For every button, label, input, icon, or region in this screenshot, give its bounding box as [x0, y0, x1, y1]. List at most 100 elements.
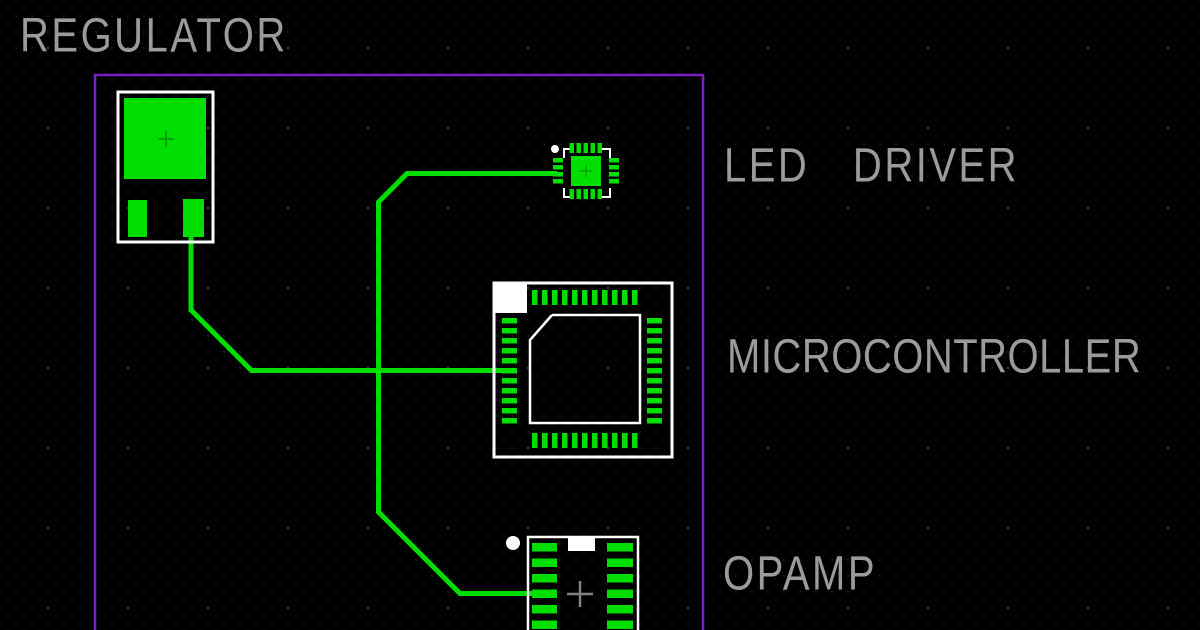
mcu-pin1-marker[interactable] [494, 283, 527, 313]
regulator-pad-2[interactable] [183, 199, 204, 237]
regulator-footprint[interactable] [116, 90, 215, 244]
mcu-pads-left-pad-11[interactable] [502, 418, 517, 424]
led-driver-pads-bottom-pad-2[interactable] [576, 189, 582, 199]
led-driver-pads-left-pad-2[interactable] [553, 165, 563, 170]
mcu-pads-right-pad-7[interactable] [647, 378, 662, 384]
mcu-pads-bottom-pad-1[interactable] [532, 433, 538, 448]
regulator-origin-marker-icon[interactable] [158, 131, 174, 147]
led-driver-origin-marker-icon[interactable] [580, 165, 592, 177]
mcu-pads-top-pad-10[interactable] [622, 290, 628, 305]
opamp-pads-left-pad-6[interactable] [532, 620, 557, 630]
mcu-pads-bottom-pad-10[interactable] [622, 433, 628, 448]
opamp-pads-right-pad-3[interactable] [607, 574, 633, 583]
mcu-pads-bottom-pad-4[interactable] [562, 433, 568, 448]
mcu-pads-top-pad-1[interactable] [532, 290, 538, 305]
opamp-pads-right-pad-4[interactable] [607, 589, 633, 599]
mcu-body-outline[interactable] [528, 313, 642, 425]
led-driver-pads-left-pad-3[interactable] [553, 172, 563, 177]
mcu-pads-right-pad-4[interactable] [647, 348, 662, 354]
mcu-pads-left-pad-10[interactable] [502, 408, 517, 414]
led-driver-pads-top-pad-1[interactable] [569, 143, 575, 153]
led-driver-pads-right-pad-3[interactable] [609, 172, 619, 177]
opamp-pads-right-pad-2[interactable] [607, 558, 633, 568]
led-driver-footprint[interactable] [551, 143, 619, 199]
led-driver-pads-left-pad-4[interactable] [553, 179, 563, 184]
mcu-pads-left-pad-1[interactable] [502, 318, 517, 324]
led-driver-corner-bracket-br[interactable] [601, 188, 611, 198]
mcu-pads-right-pad-6[interactable] [647, 368, 662, 374]
led-driver-pads-bottom-pad-5[interactable] [597, 189, 603, 199]
led-driver-pads-top-pad-4[interactable] [590, 143, 596, 153]
trace-regulator-to-microcontroller[interactable] [188, 230, 510, 373]
opamp-pads-left-pad-3[interactable] [532, 574, 557, 583]
mcu-pads-left-pad-7[interactable] [502, 378, 517, 384]
mcu-pads-left-pad-9[interactable] [502, 398, 517, 404]
mcu-pads-left-pad-2[interactable] [502, 328, 517, 334]
led-driver-pads-bottom-pad-4[interactable] [590, 189, 596, 199]
mcu-pads-bottom-pad-8[interactable] [602, 433, 608, 448]
mcu-pads-bottom-pad-11[interactable] [632, 433, 638, 448]
mcu-pads-right-pad-3[interactable] [647, 338, 662, 344]
mcu-pads-right-pad-5[interactable] [647, 358, 662, 364]
opamp-pads-left-pad-5[interactable] [532, 605, 557, 614]
led-driver-pads-right-pad-1[interactable] [609, 158, 619, 163]
mcu-pads-bottom-pad-5[interactable] [572, 433, 578, 448]
mcu-pads-top-pad-4[interactable] [562, 290, 568, 305]
mcu-pads-left-pad-8[interactable] [502, 388, 517, 394]
mcu-pads-right-pad-2[interactable] [647, 328, 662, 334]
led-driver-pads-bottom-pad-1[interactable] [569, 189, 575, 199]
board-outline[interactable] [93, 73, 705, 630]
mcu-pads-right-pad-9[interactable] [647, 398, 662, 404]
mcu-pads-bottom-pad-3[interactable] [552, 433, 558, 448]
mcu-pads-top-pad-3[interactable] [552, 290, 558, 305]
microcontroller-footprint[interactable] [492, 281, 674, 459]
opamp-notch-marker[interactable] [568, 536, 595, 551]
regulator-pad-1[interactable] [128, 200, 147, 237]
trace-leddriver-to-opamp[interactable] [376, 171, 558, 596]
opamp-crosshair-icon[interactable] [567, 581, 593, 607]
opamp-pads-left-pad-2[interactable] [532, 558, 557, 568]
mcu-pads-bottom-pad-6[interactable] [582, 433, 588, 448]
led-driver-pads-top-pad-5[interactable] [597, 143, 603, 153]
mcu-pads-top-pad-5[interactable] [572, 290, 578, 305]
mcu-pads-right-pad-10[interactable] [647, 408, 662, 414]
mcu-pads-left-pad-6[interactable] [502, 368, 517, 374]
mcu-pads-top-pad-7[interactable] [592, 290, 598, 305]
led-driver-pin1-dot[interactable] [551, 145, 559, 153]
led-driver-pads-left-pad-1[interactable] [553, 158, 563, 163]
opamp-pads-right-pad-1[interactable] [607, 543, 633, 552]
led-driver-pads-top-pad-2[interactable] [576, 143, 582, 153]
led-driver-pads-right-pad-4[interactable] [609, 179, 619, 184]
mcu-pads-left-pad-4[interactable] [502, 348, 517, 354]
mcu-pads-left-pad-3[interactable] [502, 338, 517, 344]
led-driver-pads-bottom-pad-3[interactable] [583, 189, 589, 199]
opamp-footprint[interactable] [506, 535, 640, 630]
led-driver-pads-top-pad-3[interactable] [583, 143, 589, 153]
opamp-pads-left-pad-4[interactable] [532, 589, 557, 599]
mcu-pads-bottom-pad-7[interactable] [592, 433, 598, 448]
mcu-pads-top-pad-8[interactable] [602, 290, 608, 305]
mcu-pads-top-pad-9[interactable] [612, 290, 618, 305]
mcu-pads-right-pad-1[interactable] [647, 318, 662, 324]
led-driver-label[interactable]: LED DRIVER [724, 139, 1020, 193]
mcu-pads-right-pad-8[interactable] [647, 388, 662, 394]
regulator-courtyard-outline[interactable] [116, 90, 215, 244]
mcu-pads-bottom-pad-2[interactable] [542, 433, 548, 448]
led-driver-corner-bracket-tr[interactable] [601, 148, 611, 158]
mcu-pads-top-pad-2[interactable] [542, 290, 548, 305]
mcu-courtyard-outline[interactable] [492, 281, 674, 459]
regulator-label[interactable]: REGULATOR [20, 9, 288, 63]
opamp-label[interactable]: OPAMP [723, 547, 878, 601]
opamp-pin1-dot[interactable] [506, 536, 520, 550]
mcu-pads-right-pad-11[interactable] [647, 418, 662, 424]
mcu-pads-top-pad-11[interactable] [632, 290, 638, 305]
mcu-pads-top-pad-6[interactable] [582, 290, 588, 305]
opamp-pads-right-pad-5[interactable] [607, 605, 633, 614]
microcontroller-label[interactable]: MICROCONTROLLER [727, 330, 1142, 384]
led-driver-pads-right-pad-2[interactable] [609, 165, 619, 170]
opamp-pads-right-pad-6[interactable] [607, 620, 633, 630]
mcu-pads-bottom-pad-9[interactable] [612, 433, 618, 448]
opamp-pads-left-pad-1[interactable] [532, 543, 557, 552]
